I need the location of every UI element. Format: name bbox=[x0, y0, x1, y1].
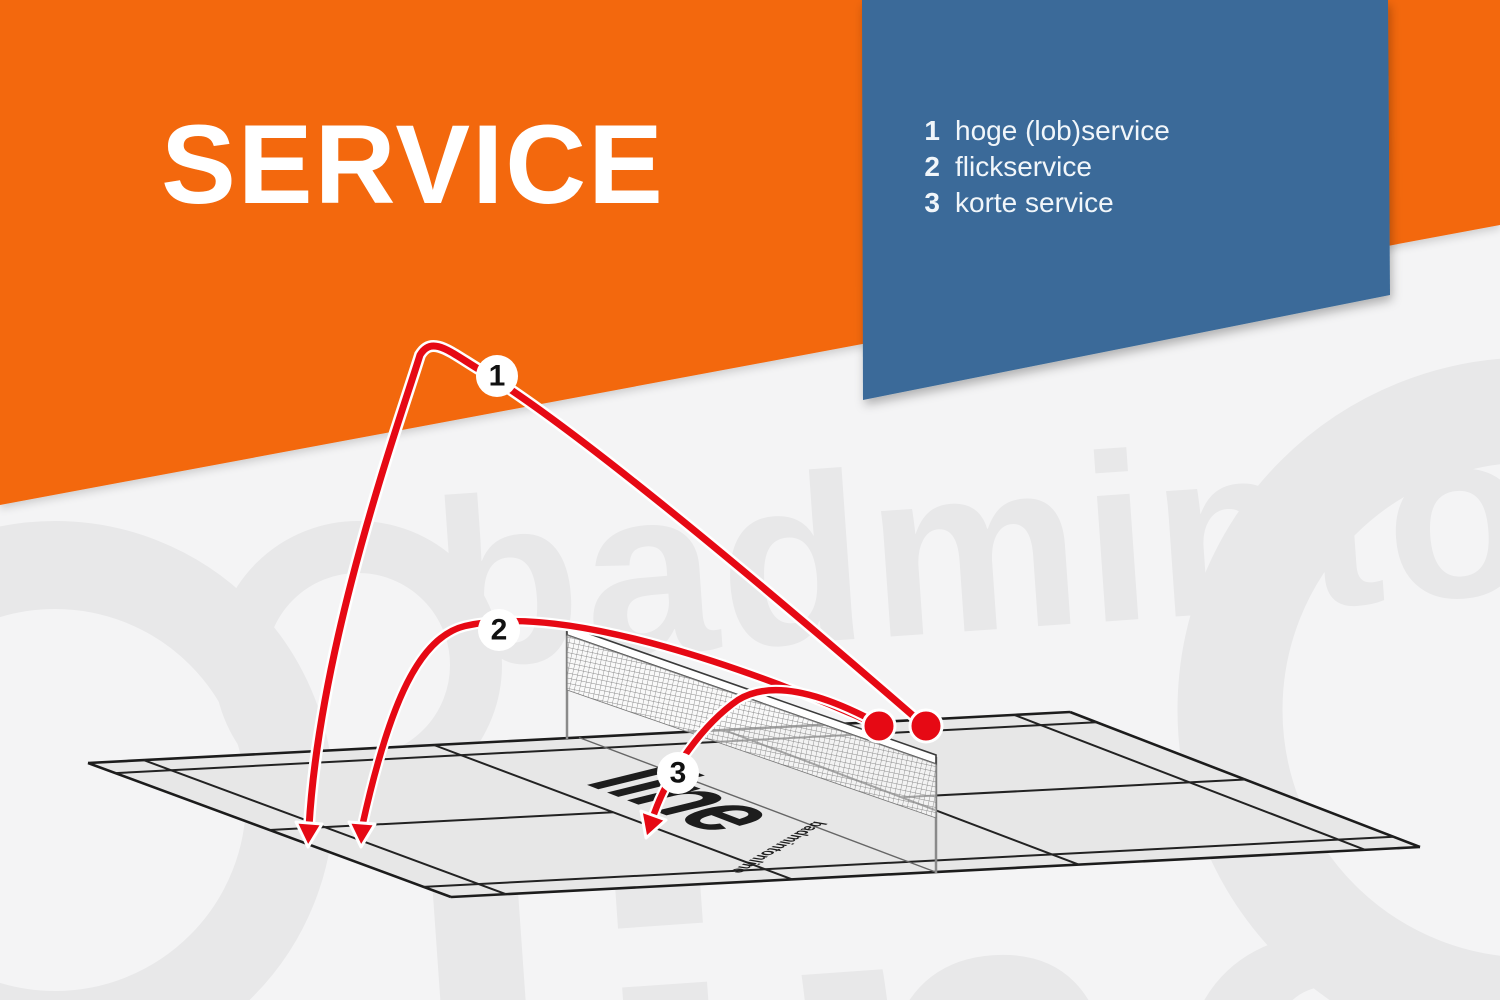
legend-item-3-number: 3 bbox=[924, 187, 940, 218]
badge-2: 2 bbox=[478, 609, 520, 651]
legend-item-2-number: 2 bbox=[924, 151, 940, 182]
legend: 1 hoge (lob)service 2 flickservice 3 kor… bbox=[924, 115, 1169, 218]
court-line bbox=[269, 811, 614, 831]
legend-item-1-number: 1 bbox=[924, 115, 940, 146]
badge-3-circle bbox=[657, 752, 699, 794]
badge-1-label: 1 bbox=[489, 360, 506, 393]
trajectory-1-hoge-lob-service bbox=[305, 342, 930, 831]
net-mesh bbox=[566, 634, 937, 819]
serve-point-right bbox=[908, 708, 944, 744]
badge-2-circle bbox=[478, 609, 520, 651]
watermark-logo-circle-right bbox=[1177, 358, 1500, 1000]
serve-point-left bbox=[861, 708, 897, 744]
landing-arrowheads bbox=[294, 809, 668, 849]
arrowhead-3 bbox=[639, 809, 668, 840]
serve-contact-points bbox=[861, 708, 944, 744]
trajectory-badges: 1 2 3 bbox=[476, 355, 699, 794]
legend-item-3-label: korte service bbox=[955, 187, 1114, 218]
badge-3: 3 bbox=[657, 752, 699, 794]
legend-item-1-label: hoge (lob)service bbox=[955, 115, 1170, 146]
court-line bbox=[901, 778, 1246, 799]
legend-item-2-label: flickservice bbox=[955, 151, 1092, 182]
badge-1-circle bbox=[476, 355, 518, 397]
badge-2-label: 2 bbox=[491, 614, 508, 647]
court-line bbox=[578, 736, 936, 873]
arrowhead-1 bbox=[294, 820, 324, 849]
legend-panel bbox=[862, 0, 1390, 400]
badminton-court: line badmintonline bbox=[87, 710, 1421, 899]
court-surface bbox=[88, 712, 1420, 897]
badge-1: 1 bbox=[476, 355, 518, 397]
badge-3-label: 3 bbox=[670, 757, 687, 790]
page-title: SERVICE bbox=[161, 102, 665, 227]
arrowhead-2 bbox=[347, 820, 377, 849]
